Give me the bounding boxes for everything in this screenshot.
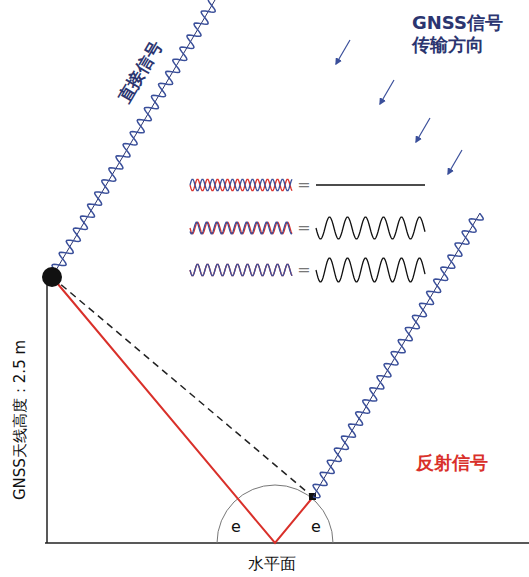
angle-label: e — [231, 517, 241, 536]
surface-label: 水平面 — [248, 554, 296, 573]
result-wave — [316, 217, 425, 239]
reflected-path — [52, 277, 313, 543]
blue-component — [190, 264, 292, 275]
signal-label: 反射信号 — [416, 452, 488, 474]
dashed-line — [52, 277, 313, 497]
equals-sign: = — [297, 175, 310, 194]
height-line — [46, 277, 48, 543]
direct-wave — [52, 0, 215, 278]
equals-sign: = — [297, 218, 310, 237]
red-component — [190, 264, 292, 275]
direction-arrow — [336, 40, 350, 64]
direction-label: GNSS信号 传输方向 — [412, 12, 512, 55]
height-label: GNSS天线高度：2.5 m — [11, 340, 29, 500]
equals-sign: = — [297, 260, 310, 279]
red-component — [190, 179, 292, 190]
direction-arrow — [380, 80, 394, 104]
blue-component — [190, 179, 292, 190]
result-wave — [316, 258, 425, 282]
angle-label: e — [311, 517, 321, 536]
red-component — [190, 222, 292, 233]
direction-arrow — [416, 118, 430, 142]
blue-component — [190, 222, 292, 234]
result-wave — [316, 184, 425, 185]
gnss-antenna — [42, 267, 62, 287]
direction-arrow — [448, 150, 462, 174]
ground-line — [45, 542, 529, 544]
signal-waves — [52, 0, 483, 498]
